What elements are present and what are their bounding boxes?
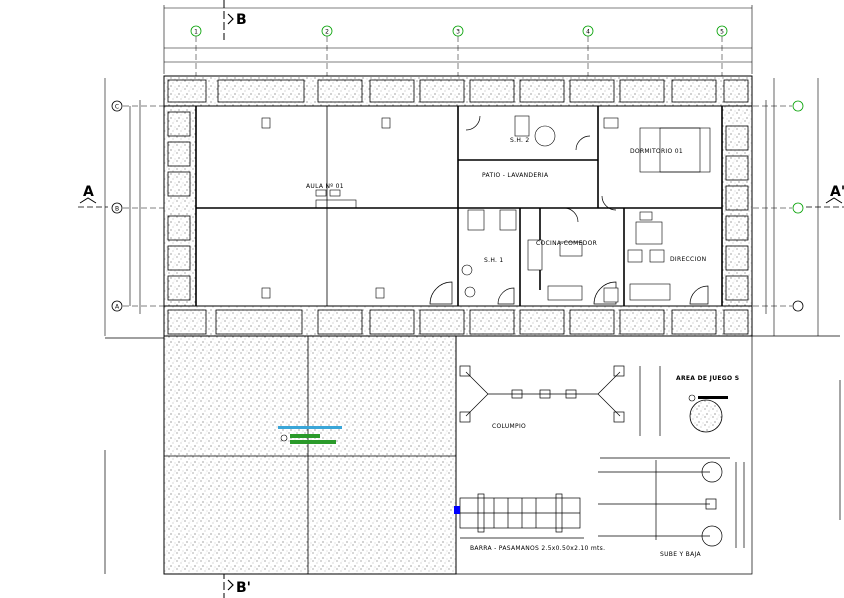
interior-walls (195, 106, 723, 306)
sube-baja-seesaw: SUBE Y BAJA (598, 457, 745, 558)
svg-text:B': B' (236, 580, 251, 596)
barras-label: BARRA - PASAMANOS 2.5x0.50x2.10 mts. (470, 545, 605, 552)
play-area: AREA DE JUEGO S (676, 375, 739, 433)
site-boundary (104, 335, 841, 575)
axis-lines (195, 36, 723, 78)
columpio-label: COLUMPIO (492, 423, 526, 430)
svg-text:4: 4 (586, 29, 590, 36)
room-label-patio: PATIO - LAVANDERIA (482, 172, 549, 179)
room-label-aula: AULA Nº 01 (306, 183, 344, 190)
section-marker-top: B (223, 0, 247, 40)
yard-level-marker (278, 426, 342, 444)
svg-text:C: C (115, 104, 119, 111)
room-label-direccion: DIRECCION (670, 256, 706, 263)
play-area-title: AREA DE JUEGO S (676, 375, 739, 382)
axis-bubble-right-b (792, 202, 804, 214)
section-marker-right: A' (806, 184, 844, 208)
axis-bubble-2: 2 (321, 25, 333, 37)
room-label-sh2: S.H. 2 (510, 137, 530, 144)
barras-pasamanos: BARRA - PASAMANOS 2.5x0.50x2.10 mts. (454, 493, 605, 552)
axis-bubble-left-b: B (111, 202, 123, 214)
svg-text:A: A (115, 304, 120, 311)
columpio-swing: COLUMPIO (459, 365, 661, 436)
room-label-dormitorio: DORMITORIO 01 (630, 148, 683, 155)
axis-bubble-3: 3 (452, 25, 464, 37)
section-marker-left: A (78, 184, 108, 208)
yard-paving (163, 335, 457, 575)
svg-text:2: 2 (325, 29, 329, 36)
axis-bubble-right-c (792, 100, 804, 112)
side-dimension-lines (104, 78, 819, 336)
svg-text:3: 3 (456, 29, 460, 36)
axis-bubble-4: 4 (582, 25, 594, 37)
axis-bubble-left-c: C (111, 100, 123, 112)
wall-blocks (167, 79, 749, 335)
svg-text:A: A (83, 184, 94, 200)
doors (429, 115, 709, 305)
axis-bubble-left-a: A (111, 300, 123, 312)
svg-text:A': A' (830, 184, 844, 200)
svg-text:1: 1 (194, 29, 198, 36)
axis-bubble-right-a (792, 300, 804, 312)
axis-bubble-1: 1 (190, 25, 202, 37)
building-outer-wall (163, 75, 753, 337)
furniture (461, 115, 711, 303)
desks (261, 117, 391, 299)
svg-text:5: 5 (720, 29, 724, 36)
svg-text:B: B (236, 12, 247, 28)
sube-baja-label: SUBE Y BAJA (660, 551, 701, 558)
axis-bubble-5: 5 (716, 25, 728, 37)
room-label-cocina: COCINA-COMEDOR (536, 240, 597, 247)
svg-text:B: B (115, 206, 119, 213)
room-label-sh: S.H. 1 (484, 257, 504, 264)
